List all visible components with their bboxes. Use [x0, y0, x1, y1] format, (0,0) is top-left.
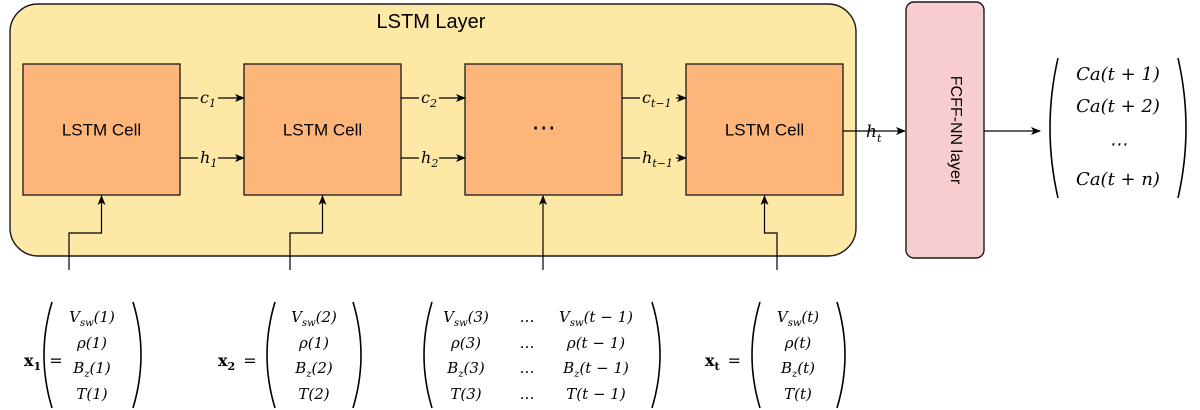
label-bg — [419, 147, 439, 167]
input-vector-entry: … — [520, 308, 535, 326]
input-vector-entry: … — [520, 359, 535, 377]
input-vector-entry: Vsw(1) — [69, 308, 115, 329]
h-state-label: h2 — [421, 148, 438, 170]
input-vector-name: xt= — [705, 351, 741, 373]
lstm-cell: LSTM Cell — [685, 63, 844, 196]
label-bg — [419, 87, 439, 107]
input-vector: Vsw(3) … Vsw(t − 1) ρ(3) … ρ(t − 1) Bz(3) … Bz(t… — [423, 301, 661, 409]
label-bg — [640, 147, 676, 167]
c-state-label: c2 — [421, 88, 437, 110]
input-vector-entry: ρ(t) — [784, 334, 812, 352]
lstm-cell-box — [464, 63, 623, 196]
lstm-cell-label: LSTM Cell — [725, 121, 804, 140]
input-vector-entry: Bz(t − 1) — [562, 359, 629, 380]
input-vector-entry: … — [520, 385, 535, 403]
label-bg — [640, 87, 676, 107]
lstm-cell-box — [243, 63, 402, 196]
input-vector-entry: T(t) — [784, 385, 812, 403]
output-vector-entry: Ca(t + 2) — [1076, 96, 1160, 117]
right-paren — [651, 301, 661, 409]
right-paren — [1177, 57, 1187, 199]
left-paren — [43, 301, 53, 409]
c-state-label: ct−1 — [642, 88, 672, 110]
input-vector-entry: … — [520, 334, 535, 352]
lstm-cell: ⋯ — [464, 63, 623, 196]
input-vector-entry: Vsw(2) — [291, 308, 337, 329]
input-vector-entry: Bz(2) — [294, 359, 333, 380]
label-bg — [198, 87, 218, 107]
input-vector-entry: T(3) — [450, 385, 481, 403]
output-vector-entry: Ca(t + 1) — [1076, 64, 1160, 85]
left-paren — [751, 301, 761, 409]
h-state-label: h1 — [200, 148, 217, 170]
lstm-layer-title: LSTM Layer — [377, 11, 486, 33]
lstm-cell-label: LSTM Cell — [283, 121, 362, 140]
output-vector: Ca(t + 1) Ca(t + 2) ⋯ Ca(t + n) — [1049, 57, 1187, 199]
lstm-cell-label: LSTM Cell — [62, 121, 141, 140]
lstm-cell-box — [22, 63, 181, 196]
input-vector-entry: Bz(3) — [446, 359, 485, 380]
fcff-nn-layer-label: FCFF-NN layer — [947, 76, 964, 185]
input-vector: xt= Vsw(t) ρ(t) Bz(t) T(t) — [705, 301, 846, 409]
lstm-cell-box — [685, 63, 844, 196]
lstm-cell: LSTM Cell — [243, 63, 402, 196]
input-vector-entry: T(t − 1) — [566, 385, 626, 403]
input-vector-entry: ρ(3) — [450, 334, 481, 352]
input-vector-entry: ρ(1) — [76, 334, 107, 352]
right-paren — [352, 301, 362, 409]
input-vector-entry: Bz(1) — [72, 359, 111, 380]
input-vector-name: x2= — [218, 351, 257, 373]
input-feed-arrow — [289, 195, 327, 270]
input-vector-name: x1= — [24, 351, 63, 373]
lstm-cell-label: ⋯ — [532, 115, 556, 142]
label-bg — [198, 147, 218, 167]
input-vector: x1= Vsw(1) ρ(1) Bz(1) T(1) — [24, 301, 142, 409]
left-paren — [423, 301, 433, 409]
output-vector-entry: ⋯ — [1109, 134, 1127, 155]
input-vector-entry: ρ(1) — [298, 334, 329, 352]
output-vector-entry: Ca(t + n) — [1076, 169, 1160, 190]
fcff-nn-layer-box — [905, 1, 985, 259]
ht-label: ht — [866, 122, 882, 145]
lstm-cell: LSTM Cell — [22, 63, 181, 196]
lstm-layer-box — [9, 3, 857, 257]
left-paren — [266, 301, 276, 409]
input-vector-entry: T(2) — [298, 385, 329, 403]
input-vector-entry: Vsw(t − 1) — [559, 308, 633, 329]
h-state-label: ht−1 — [642, 148, 673, 170]
left-paren — [1049, 57, 1059, 199]
input-feed-arrow — [760, 195, 778, 270]
input-vector-entry: T(1) — [76, 385, 107, 403]
input-vector-entry: Bz(t) — [780, 359, 815, 380]
right-paren — [132, 301, 142, 409]
input-vector: x2= Vsw(2) ρ(1) Bz(2) T(2) — [218, 301, 362, 409]
right-paren — [836, 301, 846, 409]
input-vector-entry: ρ(t − 1) — [566, 334, 625, 352]
input-feed-arrow — [68, 195, 106, 270]
input-vector-entry: Vsw(t) — [777, 308, 819, 329]
c-state-label: c1 — [200, 88, 216, 110]
input-vector-entry: Vsw(3) — [443, 308, 489, 329]
